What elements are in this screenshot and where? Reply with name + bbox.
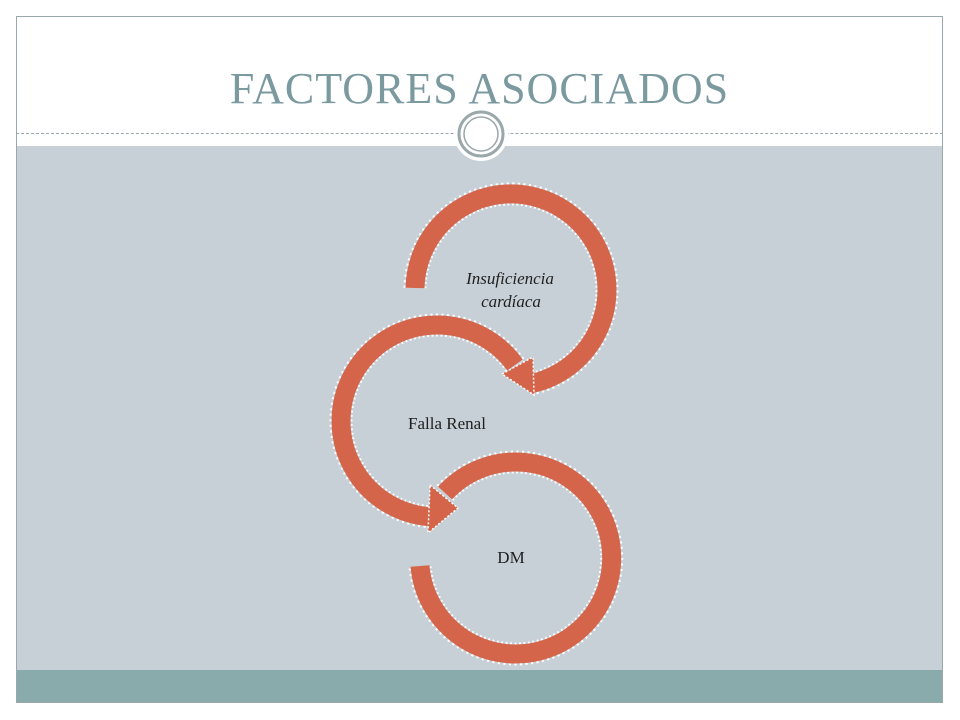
node-label-insuficiencia-line2: cardíaca xyxy=(481,292,541,311)
footer-band xyxy=(17,670,942,702)
arrowhead-2-icon xyxy=(427,483,460,535)
arrowhead-1-icon xyxy=(500,355,535,397)
node-label-falla-renal: Falla Renal xyxy=(408,414,486,433)
slide-title: FACTORES ASOCIADOS xyxy=(229,64,730,113)
arc-falla-renal xyxy=(329,313,525,535)
arc-dm xyxy=(408,450,624,666)
circle-ornament-icon xyxy=(454,107,508,161)
arc-insuficiencia-cardiaca xyxy=(403,182,619,397)
content-area xyxy=(17,146,942,670)
node-label-insuficiencia-line1: Insuficiencia xyxy=(465,269,554,288)
title-area: FACTORES ASOCIADOS xyxy=(16,16,943,134)
node-label-dm: DM xyxy=(497,548,524,567)
